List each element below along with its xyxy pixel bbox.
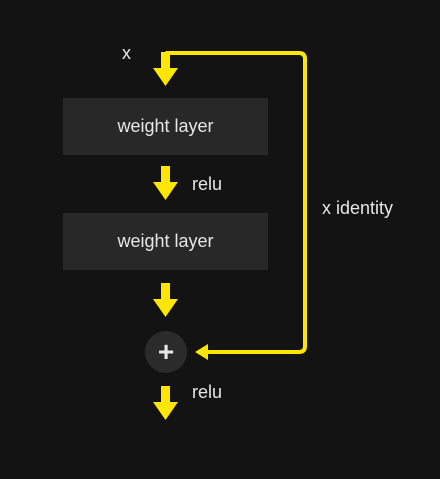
input-arrow (153, 52, 178, 86)
input-label: x (122, 43, 131, 63)
sum-node: + (145, 331, 187, 373)
weight-layer-2: weight layer (63, 213, 268, 270)
relu-arrow-1 (153, 166, 178, 200)
relu-label-1: relu (192, 174, 223, 194)
plus-icon: + (157, 336, 175, 367)
output-arrow (153, 386, 178, 420)
weight-layer-1: weight layer (63, 98, 268, 155)
weight-layer-1-label: weight layer (117, 116, 214, 136)
relu-label-2: relu (192, 382, 223, 402)
skip-connection-label: x identity (322, 198, 394, 218)
identity-skip-connection (165, 51, 307, 354)
to-sum-arrow (153, 283, 178, 317)
identity-arrowhead (195, 344, 208, 360)
weight-layer-2-label: weight layer (117, 231, 214, 251)
